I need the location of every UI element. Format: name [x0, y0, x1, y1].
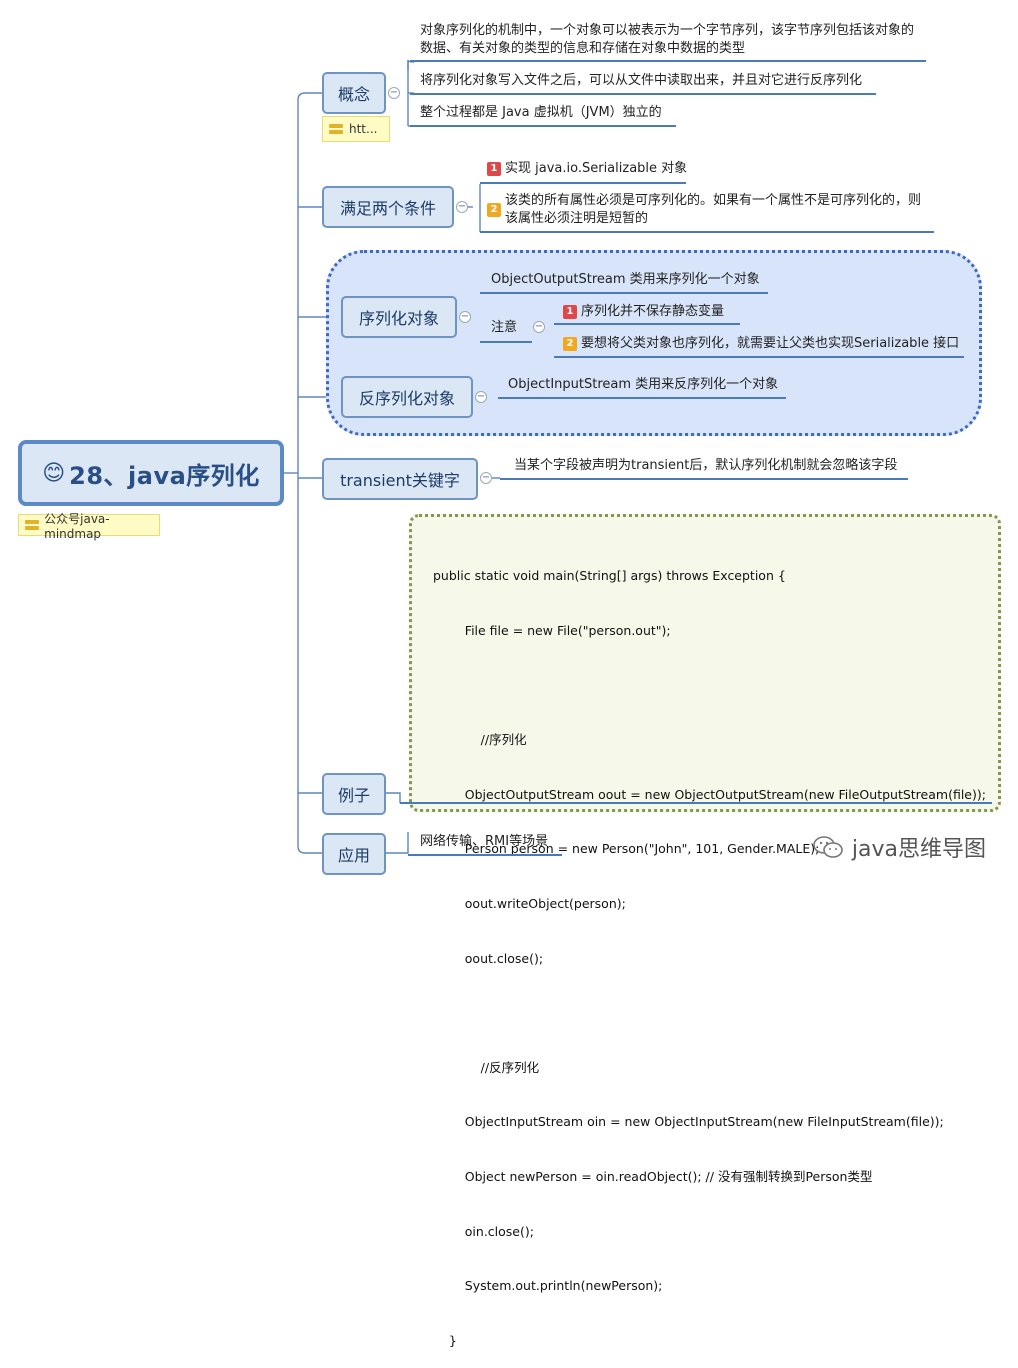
topic-deserialize[interactable]: 反序列化对象	[341, 376, 473, 418]
collapse-toggle-serialize[interactable]: −	[459, 311, 471, 323]
leaf-underline	[410, 125, 676, 127]
topic-serialize[interactable]: 序列化对象	[341, 296, 457, 338]
leaf-underline	[480, 182, 686, 184]
collapse-toggle-deserialize[interactable]: −	[475, 391, 487, 403]
concept-leaf-3[interactable]: 整个过程都是 Java 虚拟机（JVM）独立的	[420, 105, 662, 120]
concept-note[interactable]: htt...	[322, 116, 390, 142]
priority-2-icon: 2	[487, 203, 501, 217]
priority-1-icon: 1	[563, 305, 577, 319]
leaf-underline	[498, 397, 786, 399]
topic-serialize-label: 序列化对象	[358, 309, 439, 328]
leaf-underline	[554, 356, 964, 358]
leaf-underline	[480, 231, 934, 233]
leaf-underline	[410, 93, 876, 95]
collapse-toggle-transient[interactable]: −	[480, 472, 492, 484]
leaf-underline	[480, 341, 532, 343]
root-note-text: 公众号java-mindmap	[44, 511, 110, 541]
note-icon	[329, 124, 343, 134]
topic-application[interactable]: 应用	[322, 833, 386, 875]
serialize-leaf-1[interactable]: ObjectOutputStream 类用来序列化一个对象	[491, 272, 760, 287]
leaf-underline	[554, 323, 740, 325]
topic-concept-label: 概念	[337, 85, 370, 104]
leaf-underline	[410, 60, 926, 62]
collapse-toggle-concept[interactable]: −	[388, 87, 400, 99]
example-code-block[interactable]: public static void main(String[] args) t…	[409, 514, 1001, 1348]
watermark-text: java思维导图	[851, 837, 986, 862]
collapse-toggle-conditions[interactable]: −	[456, 201, 468, 213]
topic-application-label: 应用	[337, 846, 370, 865]
leaf-underline	[500, 478, 908, 480]
topic-transient-label: transient关键字	[340, 471, 460, 490]
root-title: 28、java序列化	[69, 461, 260, 490]
topic-concept[interactable]: 概念	[322, 72, 386, 114]
concept-note-text: htt...	[349, 122, 378, 136]
leaf-underline	[480, 292, 768, 294]
watermark: java思维导图	[812, 831, 986, 863]
topic-example-label: 例子	[337, 786, 370, 805]
wechat-icon	[813, 836, 843, 858]
root-topic[interactable]: 😊 28、java序列化	[18, 440, 284, 506]
root-note[interactable]: 公众号java-mindmap	[18, 512, 160, 541]
concept-leaf-1[interactable]: 对象序列化的机制中，一个对象可以被表示为一个字节序列，该字节序列包括该对象的 数…	[420, 23, 915, 56]
topic-conditions[interactable]: 满足两个条件	[322, 186, 454, 228]
concept-leaf-2[interactable]: 将序列化对象写入文件之后，可以从文件中读取出来，并且对它进行反序列化	[420, 73, 863, 88]
leaf-underline	[408, 854, 562, 856]
conditions-leaf-2[interactable]: 2 该类的所有属性必须是可序列化的。如果有一个属性不是可序列化的，则 该属性必须…	[487, 192, 921, 228]
topic-conditions-label: 满足两个条件	[339, 199, 436, 218]
leaf-underline	[400, 802, 992, 804]
deserialize-leaf-1[interactable]: ObjectInputStream 类用来反序列化一个对象	[508, 377, 779, 392]
topic-deserialize-label: 反序列化对象	[358, 389, 455, 408]
priority-2-icon: 2	[563, 337, 577, 351]
transient-leaf-1[interactable]: 当某个字段被声明为transient后，默认序列化机制就会忽略该字段	[514, 458, 898, 473]
application-leaf-1[interactable]: 网络传输、RMI等场景	[420, 834, 549, 849]
priority-1-icon: 1	[487, 162, 501, 176]
notice-label[interactable]: 注意	[491, 320, 518, 335]
topic-transient[interactable]: transient关键字	[322, 458, 478, 500]
collapse-toggle-notice[interactable]: −	[533, 321, 545, 333]
smiley-icon: 😊	[42, 460, 66, 486]
topic-example[interactable]: 例子	[322, 773, 386, 815]
note-icon	[25, 520, 40, 530]
